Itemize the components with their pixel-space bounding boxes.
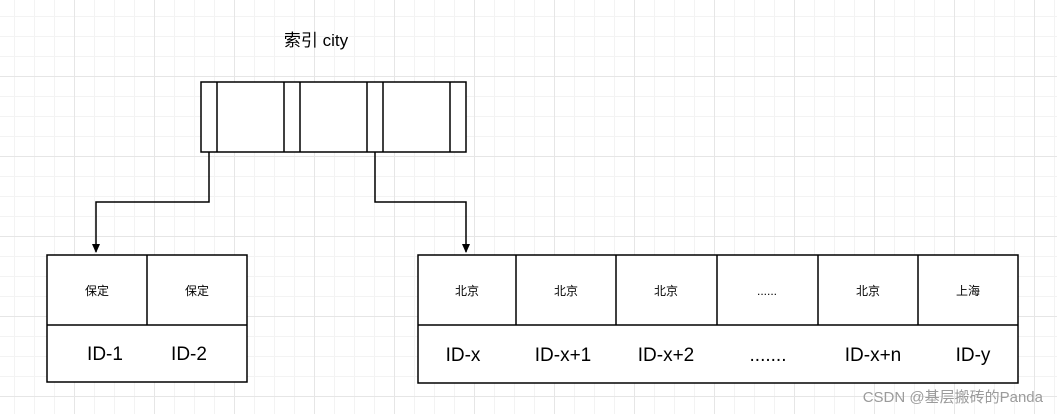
root-index-node [200,81,467,153]
leaf-key: 北京 [654,284,678,298]
row-id: ID-y [956,345,991,366]
index-title: 索引 city [283,31,349,50]
leaf-key: 北京 [554,284,578,298]
leaf-key: 保定 [185,283,209,298]
leaf-node-baoding: 保定 保定 ID-1 ID-2 [46,254,248,383]
row-id: ID-2 [171,344,207,365]
leaf-key: 北京 [856,284,880,298]
leaf-key: 北京 [455,284,479,298]
leaf-key: 上海 [956,283,980,298]
root-node-box [200,81,467,153]
watermark: CSDN @基层搬砖的Panda [862,389,1043,406]
leaf-key: ...... [757,284,777,298]
row-id: ID-x+2 [638,345,695,366]
leaf-node-beijing: 北京 北京 北京 ...... 北京 上海 ID-x ID-x+1 ID-x+2… [417,254,1019,384]
row-id: ID-1 [87,344,123,365]
leaf-key: 保定 [85,283,109,298]
leaf-node-box [417,254,1019,384]
row-id: ID-x [446,345,481,366]
row-id: ....... [750,345,787,366]
pointer-arrow-right [374,152,470,253]
row-id: ID-x+1 [535,345,592,366]
row-id: ID-x+n [845,345,902,366]
pointer-arrow-left [92,152,210,253]
